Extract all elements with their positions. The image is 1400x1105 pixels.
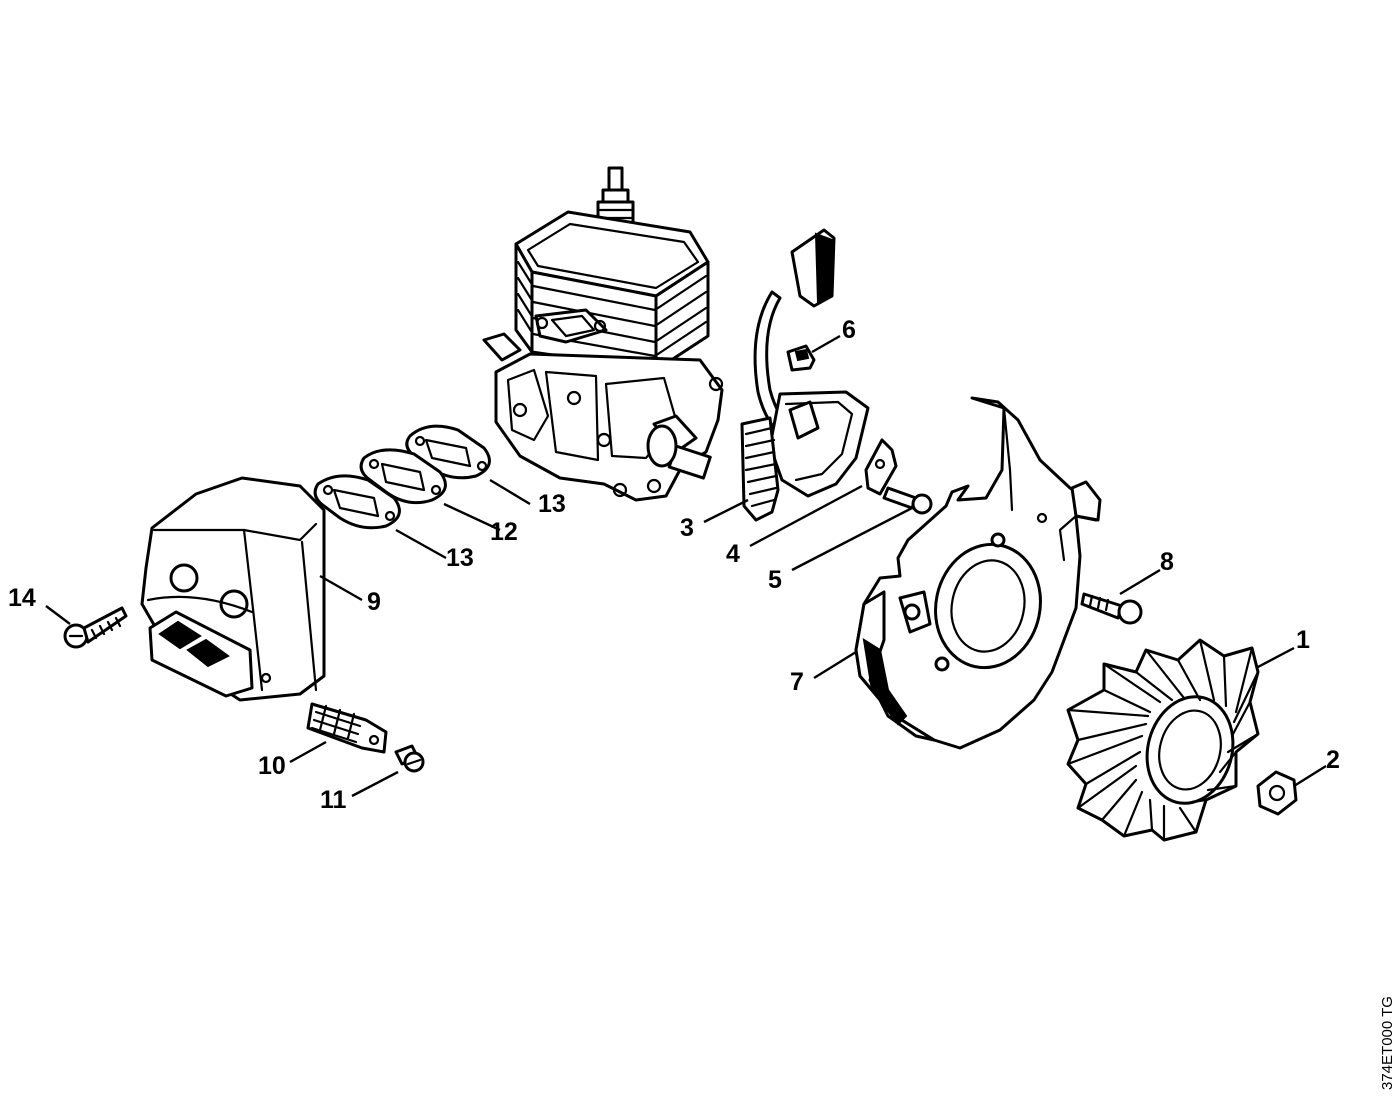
callout-14: 14: [8, 584, 36, 612]
callout-10: 10: [258, 752, 286, 780]
leader-lines: [45, 334, 1327, 798]
ignition-module: [740, 228, 870, 522]
spark-arrestor-screen: [306, 702, 388, 754]
muffler: [140, 476, 326, 702]
callout-13-upper: 13: [538, 490, 566, 518]
flywheel: [1066, 638, 1260, 842]
callout-9: 9: [367, 588, 381, 616]
callout-8: 8: [1160, 548, 1174, 576]
callout-5: 5: [768, 566, 782, 594]
fan-housing: [854, 396, 1102, 750]
nut: [1256, 770, 1298, 816]
gasket-12: [359, 448, 447, 505]
callout-13-lower: 13: [446, 544, 474, 572]
screw-14: [63, 606, 128, 649]
callout-6: 6: [842, 316, 856, 344]
callout-2: 2: [1326, 746, 1340, 774]
drawing-code: 374ET000 TG: [1379, 996, 1396, 1090]
callout-1: 1: [1296, 626, 1310, 654]
callout-labels: 1 2 3 4 5 6 7 8 9 10 11 12 13 13 14: [8, 316, 1340, 814]
callout-4: 4: [726, 540, 740, 568]
callout-7: 7: [790, 668, 804, 696]
cable-clip: [786, 344, 816, 372]
screw-11: [394, 744, 425, 773]
callout-3: 3: [680, 514, 694, 542]
ignition-bracket: [864, 438, 898, 496]
callout-12: 12: [490, 518, 518, 546]
callout-11: 11: [320, 786, 347, 814]
gasket-13-lower: [313, 474, 401, 530]
screw-8: [1080, 592, 1143, 625]
engine-cylinder-assembly: [482, 166, 724, 502]
